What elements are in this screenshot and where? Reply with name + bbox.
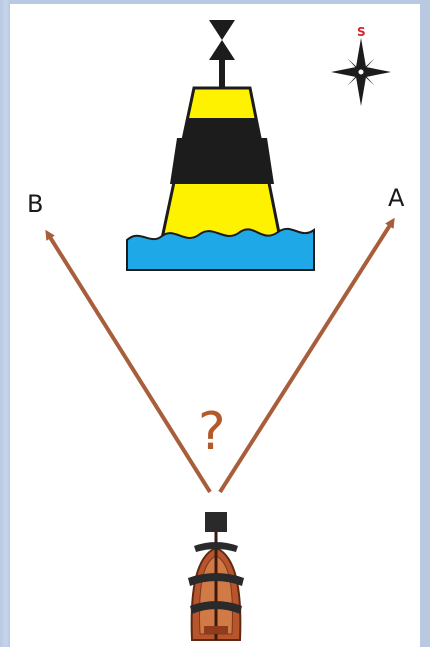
buoy-topmark-lower-icon <box>209 40 235 60</box>
sailing-ship-icon <box>188 512 244 641</box>
arrow-to-b <box>45 229 212 494</box>
buoy-topmark-upper-icon <box>209 20 235 40</box>
buoy-band-upper <box>182 118 262 140</box>
cardinal-buoy-icon <box>126 20 315 271</box>
question-mark: ? <box>198 402 226 462</box>
label-b: B <box>27 190 44 218</box>
compass-rose-icon <box>331 38 391 106</box>
buoy-band-lower <box>170 138 274 184</box>
label-a: A <box>388 184 405 212</box>
compass-south-label: S <box>357 25 366 39</box>
buoy-mast <box>219 60 225 88</box>
water-waves <box>126 227 315 271</box>
arrow-to-a <box>218 217 395 494</box>
